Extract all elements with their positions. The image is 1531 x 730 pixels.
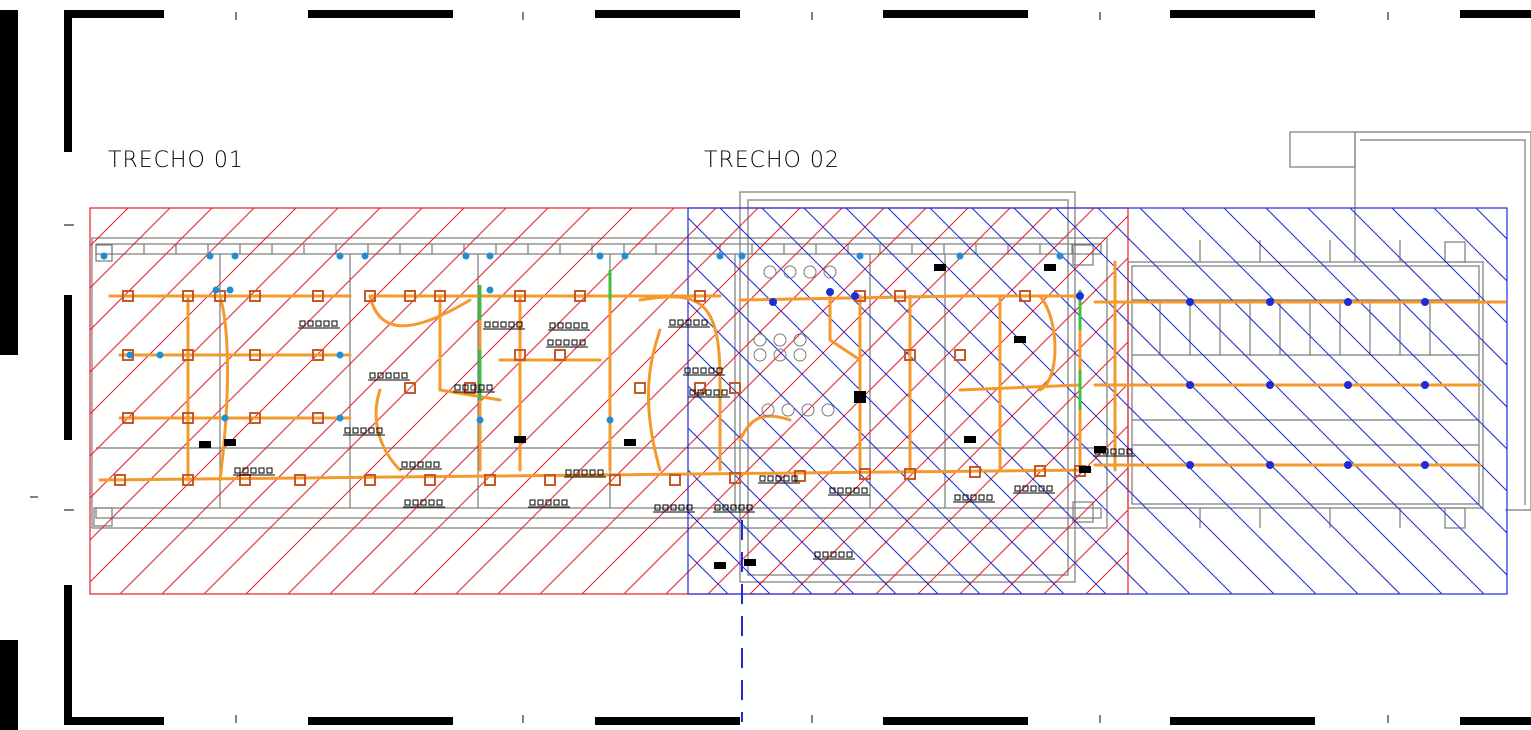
sheet-frame — [0, 10, 1531, 730]
building-walls — [91, 131, 1531, 583]
zone-trecho-02 — [687, 207, 1508, 595]
section-label-trecho-02: TRECHO 02 — [704, 148, 840, 173]
pipe-network — [98, 260, 1507, 482]
section-label-trecho-01: TRECHO 01 — [108, 148, 244, 173]
pipe-fittings — [100, 252, 1429, 569]
zone-trecho-01 — [89, 207, 1129, 595]
